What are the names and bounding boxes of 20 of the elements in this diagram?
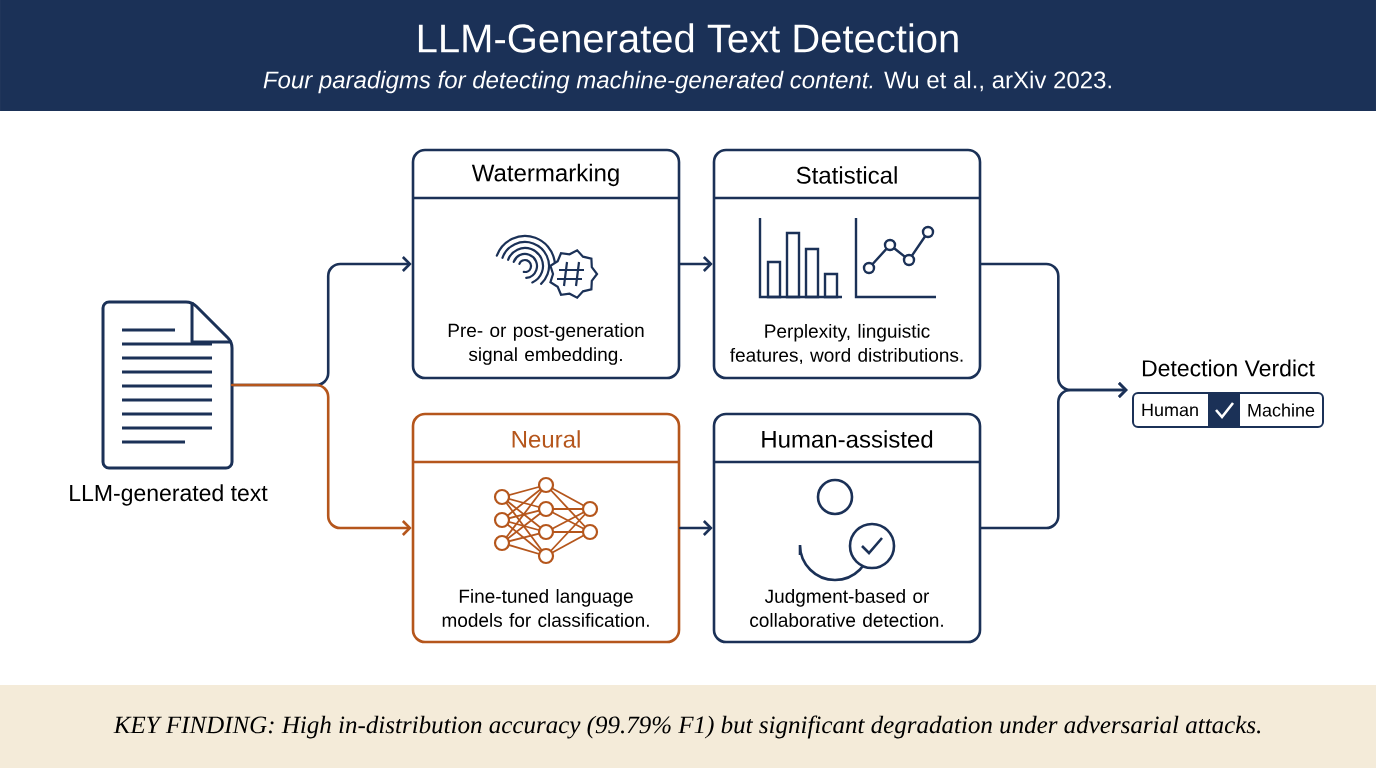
box-title: Watermarking	[471, 163, 619, 187]
box-description: Perplexity, linguistic features, word distributions.	[730, 323, 963, 365]
box-description: Fine-tuned language models for classification.	[442, 589, 649, 627]
box-title: Statistical	[796, 166, 897, 184]
title: LLM-Generated Text Detection	[418, 23, 958, 53]
box-description: Pre- or post-generation signal embedding.	[448, 323, 644, 365]
subtitle: Four paradigms for detecting machine-generated content. Wu et al., arXiv 2023.	[263, 70, 1111, 94]
box-title: Human-assisted	[762, 430, 933, 448]
box-title: Neural	[512, 430, 580, 448]
footer-banner: KEY FINDING: High in-distribution accuracy (99.79% F1) but significant degradation under adversarial attacks.	[0, 685, 1376, 768]
arrow	[679, 520, 713, 536]
box-description: Judgment-based or collaborative detection.	[750, 589, 943, 627]
arrow	[980, 382, 1128, 530]
arrow	[230, 383, 412, 536]
verdict-toggle: Human Machine	[1132, 392, 1324, 428]
arrow	[679, 256, 713, 272]
node-label: Machine	[1248, 403, 1315, 417]
node-label: Human	[1142, 403, 1198, 417]
verdict-heading: Detection Verdict	[1142, 359, 1315, 377]
document-label: LLM-generated text	[70, 484, 268, 506]
